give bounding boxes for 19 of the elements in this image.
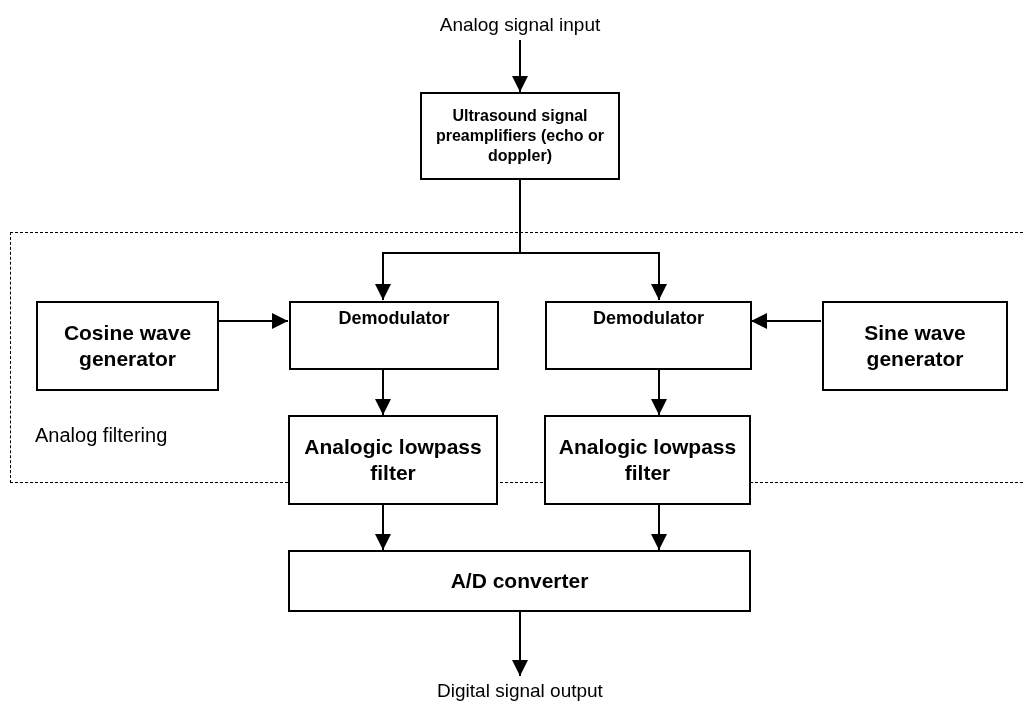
arrow	[512, 611, 528, 677]
io-label: Analog signal input	[420, 10, 620, 40]
arrow	[651, 368, 667, 416]
arrow	[375, 504, 391, 551]
process-box: Demodulator	[545, 301, 752, 370]
process-box: Demodulator	[289, 301, 499, 370]
process-box: Ultrasound signal preamplifiers (echo or doppler)	[420, 92, 620, 180]
arrow	[519, 179, 667, 301]
process-box: Analogic lowpass filter	[288, 415, 498, 505]
io-label: Digital signal output	[420, 676, 620, 706]
process-box: A/D converter	[288, 550, 751, 612]
process-box: Cosine wave generator	[36, 301, 219, 391]
arrow	[375, 368, 391, 416]
process-box: Analogic lowpass filter	[544, 415, 751, 505]
dashed-region	[10, 232, 1023, 483]
region-label: Analog filtering	[35, 423, 168, 448]
arrow	[512, 39, 528, 93]
arrow	[651, 504, 667, 551]
process-box: Sine wave generator	[822, 301, 1008, 391]
